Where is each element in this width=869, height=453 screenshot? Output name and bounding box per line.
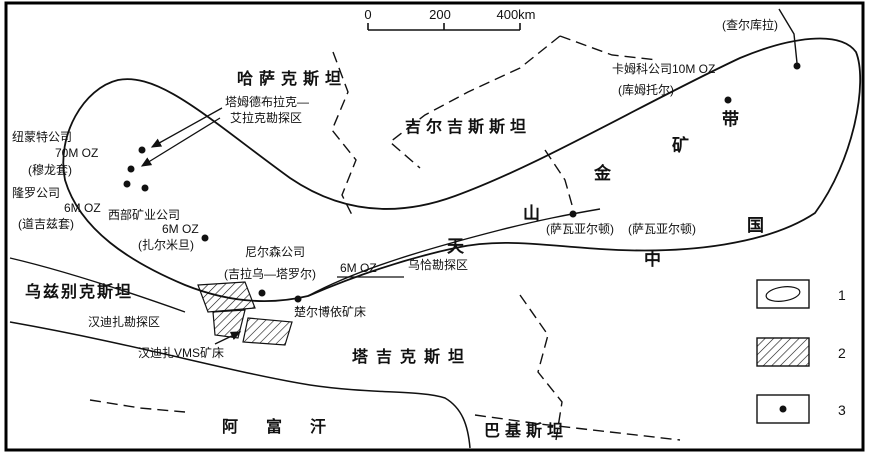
label-handiza-area: 汉迪扎勘探区: [88, 315, 160, 329]
label-tamde-line2: 艾拉克勘探区: [230, 110, 302, 125]
dot-muruntau: [138, 146, 146, 154]
label-kumtor: (库姆托尔): [618, 82, 674, 97]
label-lonrho-oz: 6M OZ: [64, 201, 101, 215]
dot-jilau-taror: [258, 289, 266, 297]
belt-char-tian: 天: [447, 237, 465, 256]
label-tamde-line1: 塔姆德布拉克—: [225, 94, 309, 109]
dot-chur: [294, 295, 302, 303]
hatched-area-handiza-east: [242, 317, 293, 346]
label-chur-deposit: 楚尔博依矿床: [294, 304, 366, 319]
border-pakistan: [474, 414, 681, 441]
label-handiza-vms: 汉迪扎VMS矿床: [138, 346, 224, 360]
label-newmont-oz: 70M OZ: [55, 146, 98, 160]
label-tajikistan: 塔吉克斯坦: [352, 347, 472, 366]
border-kyrgyz-north: [559, 35, 659, 61]
legend: 1 2 3: [756, 279, 846, 424]
label-savayardun-west: (萨瓦亚尔顿): [546, 221, 614, 236]
border-afghan-south: [89, 399, 186, 413]
arrow-tamde-2: [140, 117, 221, 167]
border-tajik-china: [519, 294, 563, 441]
label-cameco: 卡姆科公司10M OZ: [612, 62, 715, 76]
border-uzbek-south: [9, 257, 186, 313]
map-frame: [4, 1, 865, 452]
legend-label-2: 2: [838, 345, 846, 361]
label-kyrgyzstan: 吉尔吉斯斯坦: [405, 117, 531, 136]
scale-label-0: 0: [364, 7, 371, 22]
belt-inner-line: [307, 208, 601, 297]
label-ucha-area: 乌恰勘探区: [408, 257, 468, 272]
dot-zarmitan: [201, 234, 209, 242]
legend-label-3: 3: [838, 402, 846, 418]
china-char-zhong: 中: [644, 249, 661, 269]
arrow-tamde-1: [150, 107, 223, 148]
belt-char-dai: 带: [722, 109, 739, 129]
border-kyrgyz-china: [544, 149, 573, 206]
hatched-area-handiza-south: [212, 309, 246, 339]
label-nelson-company: 尼尔森公司: [245, 244, 305, 259]
arrow-handiza-vms: [214, 331, 242, 345]
label-charkula: (查尔库拉): [722, 17, 778, 32]
dot-west-cluster: [123, 180, 131, 188]
label-nelson-deposit: (吉拉乌—塔罗尔): [224, 266, 316, 281]
legend-box-hatched: [756, 337, 810, 367]
dot-west-cluster-2: [141, 184, 149, 192]
legend-box-belt: [756, 279, 810, 309]
label-lonrho-company: 隆罗公司: [12, 185, 60, 200]
scale-label-400km: 400km: [496, 7, 535, 22]
label-pakistan: 巴基斯坦: [484, 421, 568, 440]
border-charkula: [778, 8, 798, 64]
label-western-company: 西部矿业公司: [108, 207, 180, 222]
border-kazakh-kyrgyz: [388, 35, 561, 169]
border-kazakh-east: [331, 51, 357, 216]
belt-char-jin: 金: [593, 163, 612, 183]
china-char-guo: 国: [747, 216, 764, 235]
label-savayardun-east: (萨瓦亚尔顿): [628, 221, 696, 236]
label-newmont-company: 纽蒙特公司: [12, 129, 72, 144]
label-uzbekistan: 乌兹别克斯坦: [25, 282, 133, 301]
dot-kumtor: [724, 96, 732, 104]
legend-label-1: 1: [838, 287, 846, 303]
legend-dot: [779, 405, 787, 413]
label-kazakhstan: 哈萨克斯坦: [237, 69, 347, 88]
border-afghanistan: [9, 321, 471, 449]
deposit-dots: [123, 62, 801, 303]
dot-charkula: [793, 62, 801, 70]
dot-daugyztau: [127, 165, 135, 173]
label-western-oz: 6M OZ: [162, 222, 199, 236]
label-ucha-oz: 6M OZ: [340, 261, 377, 275]
hatched-area-handiza-west: [197, 281, 256, 313]
label-afghanistan: 阿富汗: [222, 417, 354, 436]
belt-char-kuang: 矿: [672, 135, 689, 155]
legend-box-dot: [756, 394, 810, 424]
label-newmont-deposit: (穆龙套): [28, 162, 72, 177]
label-western-deposit: (扎尔米旦): [138, 237, 194, 252]
label-lonrho-deposit: (道吉兹套): [18, 217, 74, 231]
gold-belt-outline: [62, 37, 862, 303]
belt-char-shan: 山: [523, 204, 540, 223]
scale-label-200: 200: [429, 7, 451, 22]
dot-savayardun: [569, 210, 577, 218]
legend-belt-blob: [765, 286, 801, 302]
scale-bar: [367, 23, 521, 31]
